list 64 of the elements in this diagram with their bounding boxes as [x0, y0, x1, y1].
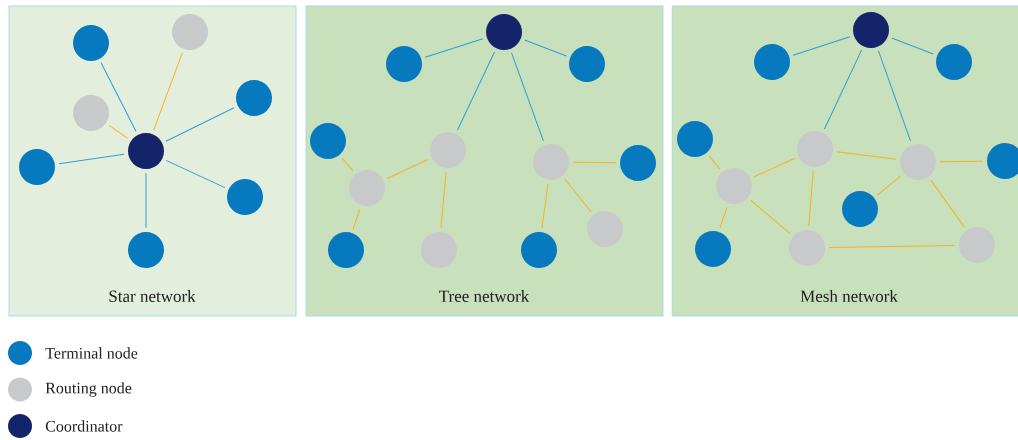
link-line — [108, 125, 129, 139]
link-line — [708, 155, 721, 170]
circle-node — [73, 95, 109, 131]
circle-node — [73, 25, 109, 61]
circle-node — [842, 191, 878, 227]
link-line — [165, 107, 235, 142]
circle-node — [677, 121, 713, 157]
link-line — [753, 157, 796, 178]
link-line — [828, 244, 956, 249]
circle-node — [569, 46, 605, 82]
link-line — [165, 159, 226, 189]
circle-node — [716, 168, 752, 204]
link-line — [58, 153, 125, 165]
circle-node — [959, 227, 995, 263]
link-line — [386, 158, 429, 180]
circle-node — [587, 211, 623, 247]
link-line — [524, 39, 567, 57]
link-line — [100, 62, 137, 132]
link-line — [876, 175, 902, 196]
link-line — [719, 206, 728, 229]
circle-node — [128, 133, 164, 169]
circle-node — [789, 230, 825, 266]
circle-node — [533, 144, 569, 180]
link-line — [440, 171, 447, 229]
link-line — [145, 172, 147, 229]
circle-node — [521, 232, 557, 268]
circle-node — [19, 149, 55, 185]
circle-node — [754, 44, 790, 80]
circle-node — [227, 179, 263, 215]
link-line — [891, 37, 934, 55]
legend-label: Terminal node — [45, 347, 138, 359]
circle-node — [328, 232, 364, 268]
circle-node — [620, 145, 656, 181]
link-line — [424, 38, 484, 58]
circle-node — [128, 232, 164, 268]
circle-node — [349, 170, 385, 206]
link-line — [808, 170, 814, 227]
circle-node — [900, 144, 936, 180]
link-line — [792, 36, 851, 56]
link-line — [564, 178, 592, 213]
circle-node — [236, 80, 272, 116]
link-line — [352, 208, 361, 230]
link-line — [511, 52, 544, 142]
link-line — [877, 50, 912, 142]
link-line — [823, 49, 863, 130]
circle-node — [853, 12, 889, 48]
link-line — [930, 179, 965, 228]
circle-node — [386, 46, 422, 82]
link-line — [572, 161, 617, 164]
circle-node — [695, 231, 731, 267]
link-line — [341, 157, 354, 172]
panel: Star network — [8, 5, 297, 317]
legend-label: Routing node — [45, 382, 132, 397]
link-line — [836, 151, 897, 160]
circle-node — [310, 123, 346, 159]
circle-node — [172, 14, 208, 50]
circle-node — [486, 14, 522, 50]
link-line — [153, 52, 183, 131]
link-line — [541, 183, 549, 229]
legend-label: Coordinator — [45, 420, 123, 432]
link-line — [457, 51, 495, 131]
link-line — [939, 160, 984, 163]
circle-node — [936, 44, 972, 80]
link-line — [750, 199, 791, 235]
